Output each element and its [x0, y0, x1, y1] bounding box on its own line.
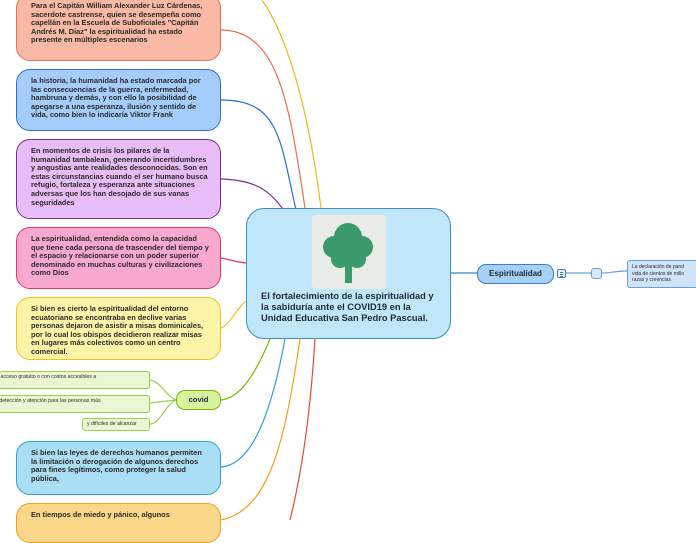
- connector-leaf-1: [149, 379, 177, 401]
- declaration-node[interactable]: La declaración de pand vida de cientos d…: [627, 260, 696, 288]
- topic-node[interactable]: En tiempos de miedo y pánico, algunos: [16, 503, 221, 543]
- connector-topic-6: [220, 338, 286, 468]
- connector-topic-3: [220, 178, 286, 213]
- connector-covid: [220, 338, 271, 401]
- connector-topic-7: [220, 338, 301, 520]
- connector-leaf-2: [149, 399, 177, 404]
- covid-leaf[interactable]: el acceso gratuito o con costos accesibl…: [0, 371, 150, 389]
- connector-topic-5: [220, 299, 249, 329]
- connector-top-yellow: [261, 0, 322, 209]
- tree-icon: [312, 215, 386, 289]
- connector-topic-1: [220, 29, 306, 209]
- topic-node[interactable]: Si bien las leyes de derechos humanos pe…: [16, 441, 221, 495]
- connector-topic-4: [220, 257, 247, 264]
- covid-leaf[interactable]: e detección y atención para las personas…: [0, 395, 150, 413]
- central-topic[interactable]: El fortalecimiento de la espiritualidad …: [246, 208, 451, 339]
- central-title: El fortalecimiento de la espiritualidad …: [261, 291, 434, 323]
- topic-node[interactable]: la historia, la humanidad ha estado marc…: [16, 69, 221, 131]
- connector-topic-2: [220, 99, 297, 211]
- espiritualidad-node[interactable]: Espiritualidad: [477, 264, 554, 284]
- topic-node[interactable]: Para el Capitán William Alexander Luz Cá…: [16, 0, 221, 61]
- connector-lines: [149, 0, 628, 520]
- collapse-toggle-icon[interactable]: [557, 269, 566, 278]
- branch-handle[interactable]: [591, 268, 602, 279]
- topic-node[interactable]: Si bien es cierto la espiritualidad del …: [16, 297, 221, 360]
- topic-node[interactable]: La espiritualidad, entendida como la cap…: [16, 227, 221, 289]
- topic-node[interactable]: En momentos de crisis los pilares de la …: [16, 139, 221, 219]
- covid-node[interactable]: covid: [176, 390, 221, 410]
- connector-leaf-3: [149, 399, 177, 425]
- connector-bottom-red: [289, 338, 316, 520]
- connector-detail: [566, 270, 628, 274]
- covid-leaf[interactable]: y difíciles de alcanzar: [82, 418, 150, 431]
